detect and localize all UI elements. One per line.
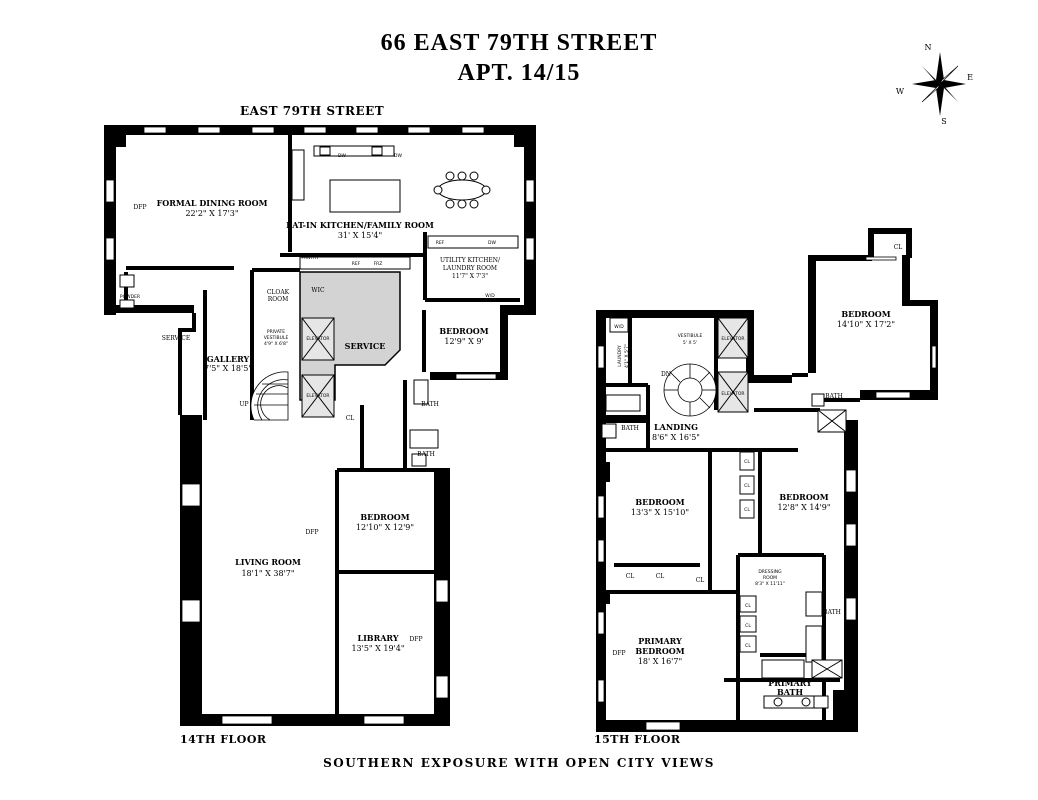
room-landing: LANDING xyxy=(654,422,698,432)
room-bedroom-e-15: BEDROOM xyxy=(779,492,828,502)
room-gallery: GALLERY xyxy=(207,354,250,364)
fixture-cl-d2: CL xyxy=(745,623,751,629)
room-utility-dims: 11'7" X 7'3" xyxy=(452,273,488,280)
room-bedroom-a-dims: 12'9" X 9' xyxy=(444,337,483,346)
compass-rose: N S E W xyxy=(896,43,973,126)
room-cloak-1: CLOAK xyxy=(267,289,290,296)
fixture-dfp-dining: DFP xyxy=(133,204,146,211)
fixture-wd-15: W/D xyxy=(614,324,624,330)
floor-14-plan xyxy=(104,125,536,726)
room-library-dims: 13'5" X 19'4" xyxy=(351,644,404,653)
fixture-cl-w1: CL xyxy=(626,573,635,580)
fixture-dfp-library: DFP xyxy=(409,636,422,643)
fixture-cl-e3: CL xyxy=(744,507,750,513)
room-bath-se-15: BATH xyxy=(823,609,841,616)
room-vestibule-dims: 4'9" X 6'8" xyxy=(264,341,288,347)
compass-w: W xyxy=(896,87,905,96)
room-primary-bedroom-dims: 18' X 16'7" xyxy=(638,657,682,666)
room-bedroom-w-15-dims: 13'3" X 15'10" xyxy=(631,508,689,517)
fixture-cl-w2: CL xyxy=(656,573,665,580)
fixture-frz: FRZ xyxy=(374,261,383,267)
fixture-elevator-15b: ELEVATOR xyxy=(721,391,744,397)
fixture-cl-utility: CL xyxy=(460,298,466,304)
room-bedroom-a: BEDROOM xyxy=(439,326,488,336)
room-utility-2: LAUNDRY ROOM xyxy=(443,265,497,272)
room-living-dims: 18'1" X 38'7" xyxy=(241,569,294,578)
compass-s: S xyxy=(941,117,946,126)
fixture-wd-14: W/D xyxy=(485,293,495,299)
stair-dn-15: DN xyxy=(661,371,671,378)
room-bath-a: BATH xyxy=(421,401,439,408)
room-kitchen: EAT-IN KITCHEN/FAMILY ROOM xyxy=(286,220,434,230)
floor-14-labels: FORMAL DINING ROOM 22'2" X 17'3" DFP EAT… xyxy=(120,153,501,653)
room-laundry-15-dims: 4'1" X 5'7" xyxy=(624,344,630,368)
street-label: EAST 79TH STREET xyxy=(240,104,385,118)
room-bath-ne-15: BATH xyxy=(825,393,843,400)
fixture-elevator-2: ELEVATOR xyxy=(306,393,329,399)
fixture-cl-w3: CL xyxy=(696,577,705,584)
compass-n: N xyxy=(925,43,932,52)
room-primary-bath-2: BATH xyxy=(777,687,803,697)
room-kitchen-dims: 31' X 15'4" xyxy=(338,231,382,240)
room-living: LIVING ROOM xyxy=(235,557,301,567)
room-wic: WIC xyxy=(311,287,325,294)
fixture-dw-1: DW xyxy=(338,153,346,159)
room-library: LIBRARY xyxy=(357,633,398,643)
fixture-elevator-15a: ELEVATOR xyxy=(721,336,744,342)
plan-title-unit: APT. 14/15 xyxy=(457,60,581,86)
fixture-cl-ne: CL xyxy=(894,244,903,251)
room-vestibule-15: VESTIBULE xyxy=(678,333,703,339)
room-landing-dims: 8'6" X 16'5" xyxy=(652,433,700,442)
plan-title-address: 66 EAST 79TH STREET xyxy=(380,30,658,56)
floor-15-label: 15TH FLOOR xyxy=(594,733,681,746)
footer-tagline: SOUTHERN EXPOSURE WITH OPEN CITY VIEWS xyxy=(323,756,715,770)
room-utility-1: UTILITY KITCHEN/ xyxy=(440,257,501,264)
room-formal-dining-dims: 22'2" X 17'3" xyxy=(185,209,238,218)
room-vestibule-15-dims: 5' X 5' xyxy=(683,340,697,346)
stair-up-14: UP xyxy=(239,401,248,408)
room-bedroom-ne-dims: 14'10" X 17'2" xyxy=(837,320,895,329)
room-cloak-2: ROOM xyxy=(268,296,289,303)
floor-15-labels: BEDROOM 14'10" X 17'2" CL VESTIBULE 5' X… xyxy=(612,244,902,697)
room-dressing-dims: 8'3" X 11'11" xyxy=(755,581,785,587)
floor-14-label: 14TH FLOOR xyxy=(180,733,267,746)
fixture-dw-2: DW xyxy=(394,153,402,159)
room-primary-bath-1: PRIMARY xyxy=(768,678,812,688)
room-primary-bedroom-2: BEDROOM xyxy=(635,646,684,656)
room-bedroom-ne: BEDROOM xyxy=(841,309,890,319)
fixture-ref-kitchen: REF xyxy=(352,261,361,267)
fixture-cl-d1: CL xyxy=(745,603,751,609)
room-primary-bedroom-1: PRIMARY xyxy=(638,636,682,646)
room-bath-w-15: BATH xyxy=(621,425,639,432)
room-vestibule-1: PRIVATE xyxy=(267,329,285,335)
fixture-cl-d3: CL xyxy=(745,643,751,649)
entry-service: SERVICE xyxy=(162,335,190,342)
room-bedroom-e-15-dims: 12'8" X 14'9" xyxy=(777,503,830,512)
room-service: SERVICE xyxy=(345,341,386,351)
compass-e: E xyxy=(967,73,973,82)
room-powder: POWDER xyxy=(120,294,140,300)
room-laundry-15: LAUNDRY xyxy=(617,345,623,367)
room-bedroom-b-dims: 12'10" X 12'9" xyxy=(356,523,414,532)
room-formal-dining: FORMAL DINING ROOM xyxy=(157,198,268,208)
floor-15-plan xyxy=(596,228,938,732)
fixture-dfp-15: DFP xyxy=(612,650,625,657)
room-gallery-dims: 7'5" X 18'5" xyxy=(204,364,252,373)
fixture-elevator-1: ELEVATOR xyxy=(306,336,329,342)
room-bath-b: BATH xyxy=(417,451,435,458)
fixture-ref-utility: REF xyxy=(436,240,445,246)
fixture-dfp-living: DFP xyxy=(305,529,318,536)
room-vestibule-2: VESTIBULE xyxy=(264,335,289,341)
fixture-dw-3: DW xyxy=(488,240,496,246)
fixture-cl-e1: CL xyxy=(744,459,750,465)
room-dressing-1: DRESSING xyxy=(758,569,782,575)
room-dressing-2: ROOM xyxy=(763,575,777,581)
fixture-cl-e2: CL xyxy=(744,483,750,489)
room-bedroom-w-15: BEDROOM xyxy=(635,497,684,507)
fixture-cl-hall: CL xyxy=(346,415,355,422)
fixture-pantry: PANTRY xyxy=(301,255,318,261)
room-bedroom-b: BEDROOM xyxy=(360,512,409,522)
